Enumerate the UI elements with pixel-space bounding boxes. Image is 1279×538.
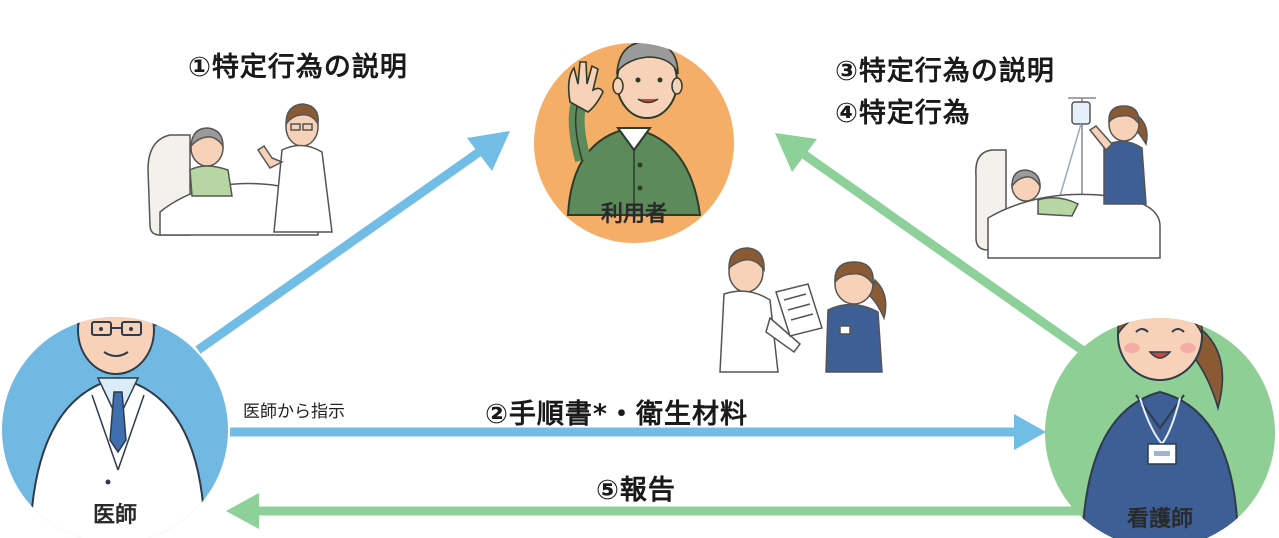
- doctor-node: 医師: [2, 317, 228, 538]
- patient-label: 利用者: [601, 202, 667, 227]
- arrow-doctor-to-patient: [195, 131, 510, 354]
- arrow-nurse-to-patient: [775, 133, 1085, 354]
- doctor-with-glasses-icon: [28, 317, 207, 538]
- step2-label: ②手順書*・衛生材料: [485, 399, 748, 430]
- arrow-doctor-to-nurse: [230, 414, 1046, 450]
- step1-label: ①特定行為の説明: [188, 52, 408, 83]
- doctor-handing-document-to-nurse-icon: [719, 247, 887, 373]
- nurse-node: 看護師: [1045, 318, 1275, 538]
- doctor-explaining-to-bedridden-patient-icon: [147, 103, 333, 236]
- patient-node: 利用者: [534, 43, 734, 243]
- nurse-with-iv-drip-at-bedside-icon: [975, 97, 1161, 259]
- step3-label: ③特定行為の説明: [835, 56, 1055, 87]
- doctor-label: 医師: [93, 502, 137, 528]
- doctor-instruction-note: 医師から指示: [243, 402, 345, 422]
- step5-label: ⑤報告: [596, 475, 676, 506]
- arrow-nurse-to-doctor: [226, 493, 1100, 529]
- step4-label: ④特定行為: [835, 98, 971, 129]
- nurse-label: 看護師: [1127, 506, 1193, 532]
- elderly-man-waving-icon: [566, 43, 702, 216]
